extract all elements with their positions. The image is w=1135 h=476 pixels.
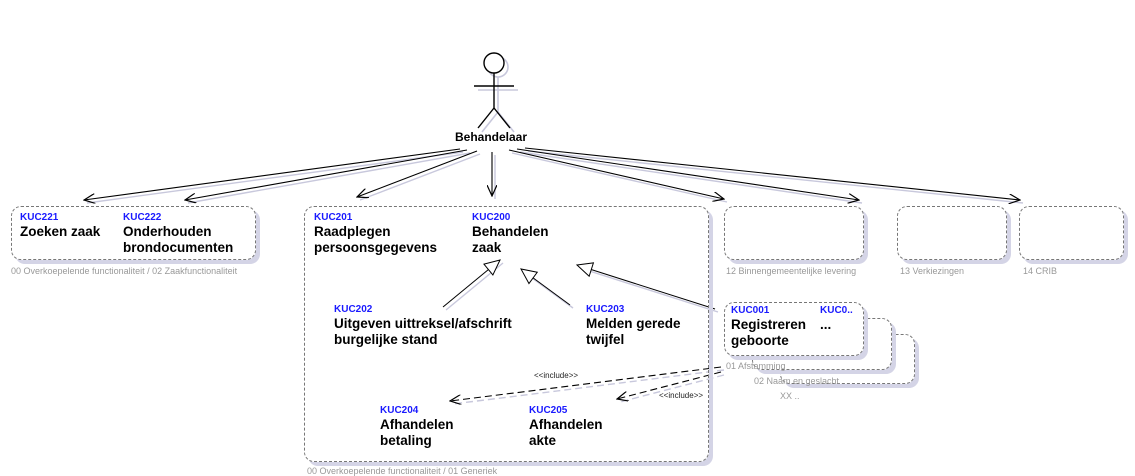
association-shadows xyxy=(86,150,1024,204)
usecase-kuc0x[interactable]: KUC0.. ... xyxy=(820,305,853,333)
association-crib xyxy=(524,147,1020,200)
usecase-title: Registreren geboorte xyxy=(731,317,807,348)
usecase-title: Melden gerede twijfel xyxy=(586,316,681,347)
package-binnengemeentelijke-levering[interactable] xyxy=(724,206,864,260)
usecase-code: KUC202 xyxy=(334,304,373,315)
package-label-zaakfunctionaliteit: 00 Overkoepelende functionaliteit / 02 Z… xyxy=(11,266,238,276)
package-label-afstamming: 01 Afstamming xyxy=(726,361,786,371)
usecase-title: Afhandelen akte xyxy=(529,417,603,448)
usecase-code: KUC222 xyxy=(123,212,162,223)
usecase-kuc200[interactable]: KUC200 Behandelen zaak xyxy=(472,212,549,256)
package-label-crib: 14 CRIB xyxy=(1023,266,1058,276)
actor-name: Behandelaar xyxy=(455,130,528,144)
package-label-verkiezingen: 13 Verkiezingen xyxy=(900,266,965,276)
usecase-code: KUC204 xyxy=(380,405,419,416)
usecase-kuc222[interactable]: KUC222 Onderhouden brondocumenten xyxy=(123,212,233,256)
package-afstamming[interactable] xyxy=(724,302,864,356)
usecase-kuc202[interactable]: KUC202 Uitgeven uittreksel/afschrift bur… xyxy=(334,304,512,348)
package-crib[interactable] xyxy=(1019,206,1124,260)
usecase-code: KUC200 xyxy=(472,212,511,223)
package-verkiezingen[interactable] xyxy=(897,206,1007,260)
usecase-code: KUC205 xyxy=(529,405,568,416)
usecase-title: Raadplegen persoonsgegevens xyxy=(314,224,438,255)
usecase-kuc203[interactable]: KUC203 Melden gerede twijfel xyxy=(586,304,681,348)
generalization-kuc001 xyxy=(575,262,716,310)
include-kuc204 xyxy=(450,366,722,401)
generalization-kuc203 xyxy=(520,268,571,306)
package-label-binnengemeentelijke-levering: 12 Binnengemeentelijke levering xyxy=(726,266,857,276)
association-kuc221 xyxy=(84,148,461,200)
include-label-kuc205: <<include>> xyxy=(659,391,704,400)
usecase-kuc001[interactable]: KUC001 Registreren geboorte xyxy=(731,305,806,349)
package-label-xx: XX .. xyxy=(780,391,800,401)
usecase-kuc204[interactable]: KUC204 Afhandelen betaling xyxy=(380,405,454,449)
usecase-title: ... xyxy=(820,317,832,332)
association-kuc201 xyxy=(357,150,478,197)
association-binnengemeentelijk xyxy=(508,149,724,199)
usecase-title: Afhandelen betaling xyxy=(380,417,454,448)
package-generiek[interactable] xyxy=(304,206,709,462)
usecase-code: KUC201 xyxy=(314,212,353,223)
usecase-code: KUC203 xyxy=(586,304,625,315)
usecase-kuc205[interactable]: KUC205 Afhandelen akte xyxy=(529,405,603,449)
usecase-kuc201[interactable]: KUC201 Raadplegen persoonsgegevens xyxy=(314,212,437,256)
package-zaakfunctionaliteit[interactable] xyxy=(11,206,256,260)
association-kuc222 xyxy=(185,149,468,200)
usecase-code: KUC221 xyxy=(20,212,59,223)
actor-figure xyxy=(474,52,518,133)
package-label-naam-en-geslacht: 02 Naam en geslacht xyxy=(754,376,840,386)
include-kuc205 xyxy=(617,371,722,399)
usecase-title: Uitgeven uittreksel/afschrift burgelijke… xyxy=(334,316,512,347)
include-shadows xyxy=(452,369,725,405)
package-label-generiek: 00 Overkoepelende functionaliteit / 01 G… xyxy=(307,466,498,476)
usecase-title: Zoeken zaak xyxy=(20,224,101,239)
generalization-kuc202 xyxy=(442,259,501,308)
usecase-title: Behandelen zaak xyxy=(472,224,549,255)
usecase-code: KUC0.. xyxy=(820,305,853,316)
association-verkiezingen xyxy=(516,148,859,200)
include-label-kuc204: <<include>> xyxy=(534,371,579,380)
usecase-kuc221[interactable]: KUC221 Zoeken zaak xyxy=(20,212,100,240)
usecase-title: Onderhouden brondocumenten xyxy=(123,224,234,255)
usecase-code: KUC001 xyxy=(731,305,770,316)
